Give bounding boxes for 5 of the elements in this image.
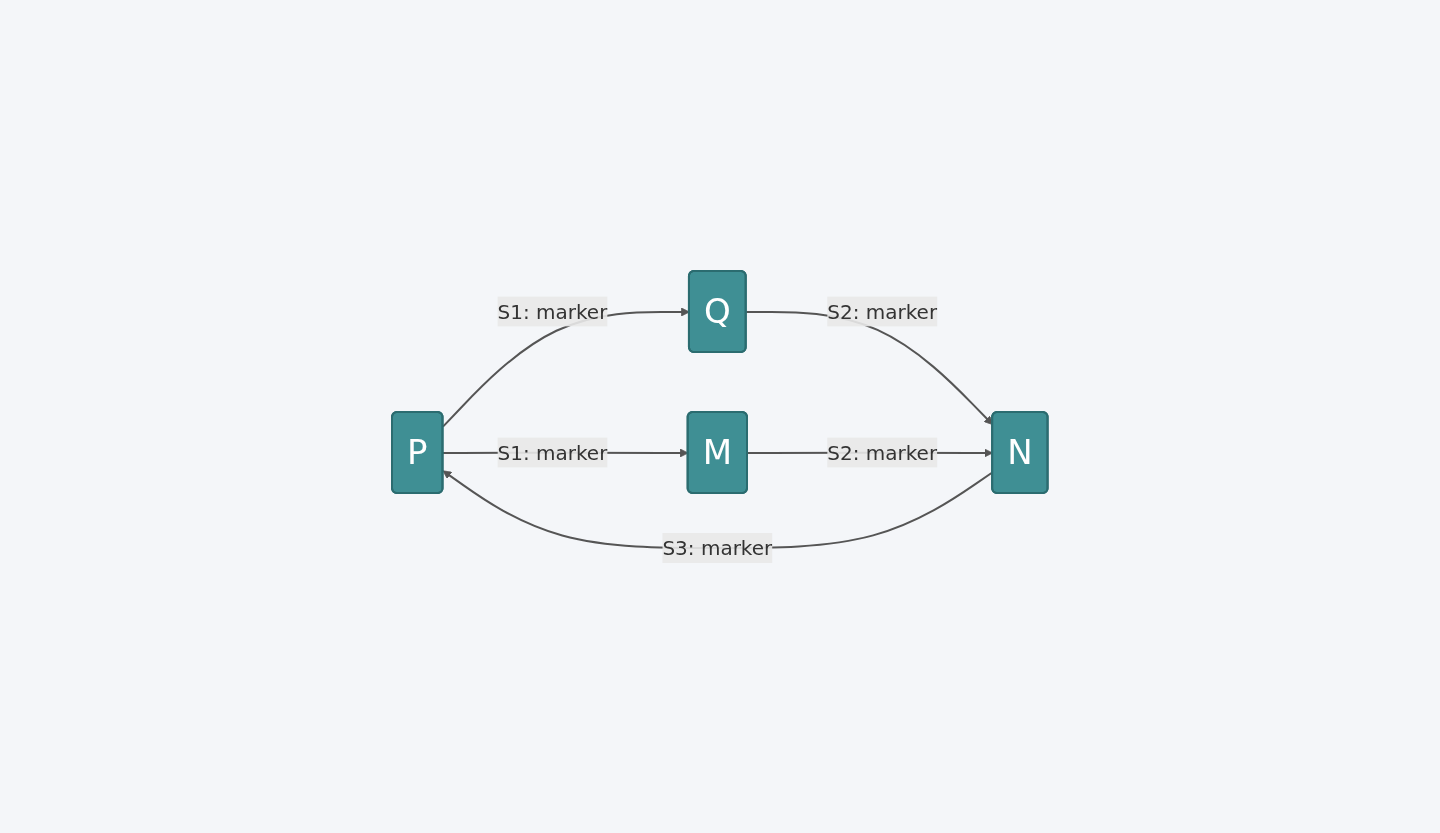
edge-label: S2: marker — [827, 299, 938, 323]
edge-label: S1: marker — [497, 299, 608, 323]
edge-label: S1: marker — [497, 440, 608, 464]
edge-label: S3: marker — [662, 535, 773, 560]
edge-label: S2: marker — [827, 440, 938, 464]
